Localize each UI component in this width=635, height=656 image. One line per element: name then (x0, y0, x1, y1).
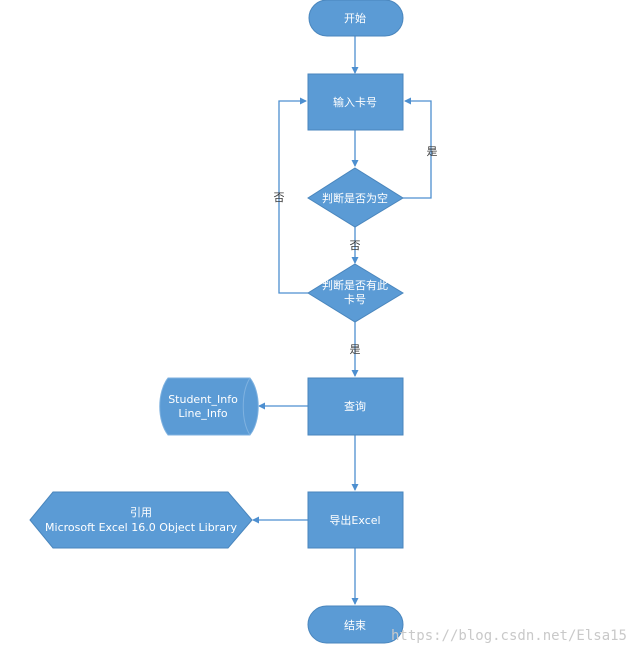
start-label: 开始 (344, 11, 366, 25)
export-node: 导出Excel (307, 491, 404, 549)
edge-label-empty-yes: 是 (427, 145, 438, 158)
export-shape (307, 491, 404, 549)
end-terminator-shape (307, 605, 404, 644)
start-node: 开始 (308, 0, 404, 37)
query-node: 查询 (307, 377, 404, 436)
input-card-node: 输入卡号 (307, 73, 404, 131)
query-label: 查询 (344, 399, 366, 413)
reference-label-line2: Microsoft Excel 16.0 Object Library (45, 521, 237, 534)
database-label-line1: Student_Info (168, 393, 238, 406)
edge-exists-no-loop (278, 97, 308, 294)
edge-empty-yes-loop (403, 97, 432, 199)
check-exists-diamond (307, 263, 404, 323)
reference-hexagon (29, 491, 253, 549)
export-label: 导出Excel (329, 513, 380, 527)
end-label: 结束 (344, 619, 366, 632)
database-label-line2: Line_Info (178, 407, 228, 420)
input-card-shape (307, 73, 404, 131)
check-exists-node: 判断是否有此 卡号 (307, 263, 404, 323)
input-card-label: 输入卡号 (333, 95, 377, 109)
check-empty-node: 判断是否为空 (307, 167, 404, 228)
edge-label-exists-no: 否 (274, 191, 285, 204)
watermark-text: https://blog.csdn.net/Elsa15 (391, 628, 627, 644)
check-exists-label-line1: 判断是否有此 (322, 278, 388, 292)
database-shape-edge (242, 377, 251, 436)
query-shape (307, 377, 404, 436)
check-empty-diamond (307, 167, 404, 228)
edge-label-exists-yes: 是 (350, 343, 361, 356)
start-terminator-shape (308, 0, 404, 37)
edge-label-empty-no: 否 (350, 239, 361, 252)
reference-node: 引用 Microsoft Excel 16.0 Object Library (29, 491, 253, 549)
check-exists-label-line2: 卡号 (344, 293, 366, 306)
database-node: Student_Info Line_Info (159, 377, 259, 436)
edges (252, 36, 432, 605)
reference-label-line1: 引用 (130, 505, 152, 519)
check-empty-label: 判断是否为空 (322, 191, 388, 205)
end-node: 结束 (307, 605, 404, 644)
